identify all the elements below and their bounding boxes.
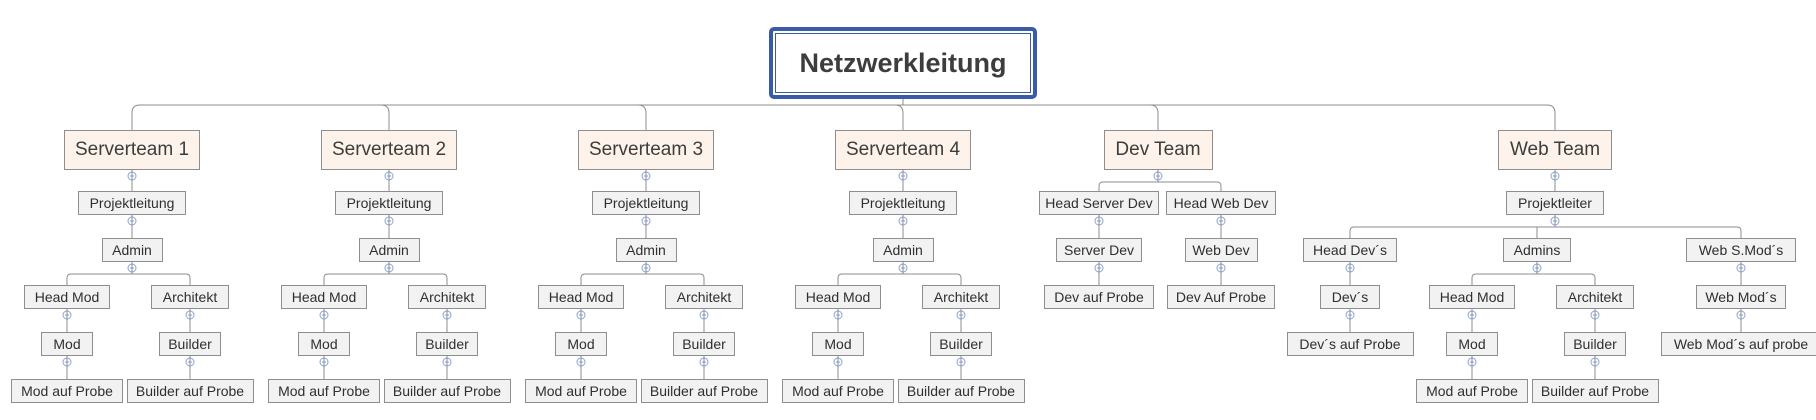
node-admin[interactable]: Admin: [615, 238, 677, 262]
connector-line: [1471, 273, 1596, 285]
team-serverteam-1[interactable]: Serverteam 1: [64, 130, 200, 170]
node-builder[interactable]: Builder: [930, 332, 992, 356]
node-projektleiter[interactable]: Projektleiter: [1506, 191, 1604, 215]
connector-line: [1098, 181, 1222, 191]
connector-line: [894, 104, 904, 130]
node-web-mods-auf-probe[interactable]: Web Mod´s auf probe: [1661, 332, 1816, 356]
node-admin[interactable]: Admin: [872, 238, 934, 262]
team-serverteam-3[interactable]: Serverteam 3: [578, 130, 714, 170]
node-builder-auf-probe[interactable]: Builder auf Probe: [1531, 379, 1659, 403]
node-head-web-dev[interactable]: Head Web Dev: [1166, 191, 1276, 215]
node-projektleitung[interactable]: Projektleitung: [78, 191, 186, 215]
node-architekt[interactable]: Architekt: [151, 285, 229, 309]
node-mod-auf-probe[interactable]: Mod auf Probe: [268, 379, 380, 403]
node-builder[interactable]: Builder: [416, 332, 478, 356]
node-mod[interactable]: Mod: [1446, 332, 1498, 356]
node-architekt[interactable]: Architekt: [1556, 285, 1634, 309]
node-projektleitung[interactable]: Projektleitung: [335, 191, 443, 215]
node-mod-auf-probe[interactable]: Mod auf Probe: [1416, 379, 1528, 403]
team-serverteam-2[interactable]: Serverteam 2: [321, 130, 457, 170]
node-architekt[interactable]: Architekt: [408, 285, 486, 309]
connector-line: [131, 104, 1556, 130]
connector-line: [66, 273, 191, 285]
node-web-s-mods[interactable]: Web S.Mod´s: [1686, 238, 1796, 262]
node-architekt[interactable]: Architekt: [665, 285, 743, 309]
node-dev-auf-probe[interactable]: Dev Auf Probe: [1167, 285, 1275, 309]
node-mod-auf-probe[interactable]: Mod auf Probe: [11, 379, 123, 403]
node-head-mod[interactable]: Head Mod: [538, 285, 624, 309]
team-serverteam-4[interactable]: Serverteam 4: [835, 130, 971, 170]
node-devs[interactable]: Dev´s: [1320, 285, 1380, 309]
connector-line: [380, 104, 390, 130]
node-admins[interactable]: Admins: [1503, 238, 1571, 262]
node-admin[interactable]: Admin: [358, 238, 420, 262]
node-dev-auf-probe[interactable]: Dev auf Probe: [1044, 285, 1154, 309]
connector-line: [580, 273, 705, 285]
node-builder-auf-probe[interactable]: Builder auf Probe: [897, 379, 1025, 403]
node-admin[interactable]: Admin: [101, 238, 163, 262]
node-mod-auf-probe[interactable]: Mod auf Probe: [782, 379, 894, 403]
node-head-server-dev[interactable]: Head Server Dev: [1039, 191, 1159, 215]
node-builder[interactable]: Builder: [159, 332, 221, 356]
connector-line: [1149, 104, 1159, 130]
node-projektleitung[interactable]: Projektleitung: [849, 191, 957, 215]
connector-line: [323, 273, 448, 285]
node-builder[interactable]: Builder: [1564, 332, 1626, 356]
node-mod-auf-probe[interactable]: Mod auf Probe: [525, 379, 637, 403]
team-web-team[interactable]: Web Team: [1498, 130, 1612, 170]
node-builder-auf-probe[interactable]: Builder auf Probe: [383, 379, 511, 403]
node-head-devs[interactable]: Head Dev´s: [1303, 238, 1397, 262]
node-mod[interactable]: Mod: [812, 332, 864, 356]
node-mod[interactable]: Mod: [41, 332, 93, 356]
node-architekt[interactable]: Architekt: [922, 285, 1000, 309]
node-builder[interactable]: Builder: [673, 332, 735, 356]
node-devs-auf-probe[interactable]: Dev´s auf Probe: [1286, 332, 1414, 356]
node-head-mod[interactable]: Head Mod: [1429, 285, 1515, 309]
node-server-dev[interactable]: Server Dev: [1056, 238, 1142, 262]
node-web-mods[interactable]: Web Mod´s: [1696, 285, 1786, 309]
root-topic[interactable]: Netzwerkleitung: [769, 27, 1037, 99]
node-mod[interactable]: Mod: [555, 332, 607, 356]
connector-line: [837, 273, 962, 285]
node-head-mod[interactable]: Head Mod: [795, 285, 881, 309]
node-projektleitung[interactable]: Projektleitung: [592, 191, 700, 215]
node-head-mod[interactable]: Head Mod: [281, 285, 367, 309]
team-dev-team[interactable]: Dev Team: [1103, 130, 1213, 170]
connector-line: [637, 104, 647, 130]
node-builder-auf-probe[interactable]: Builder auf Probe: [126, 379, 254, 403]
node-mod[interactable]: Mod: [298, 332, 350, 356]
node-builder-auf-probe[interactable]: Builder auf Probe: [640, 379, 768, 403]
node-web-dev[interactable]: Web Dev: [1184, 238, 1258, 262]
node-head-mod[interactable]: Head Mod: [24, 285, 110, 309]
connector-line: [1349, 226, 1742, 238]
